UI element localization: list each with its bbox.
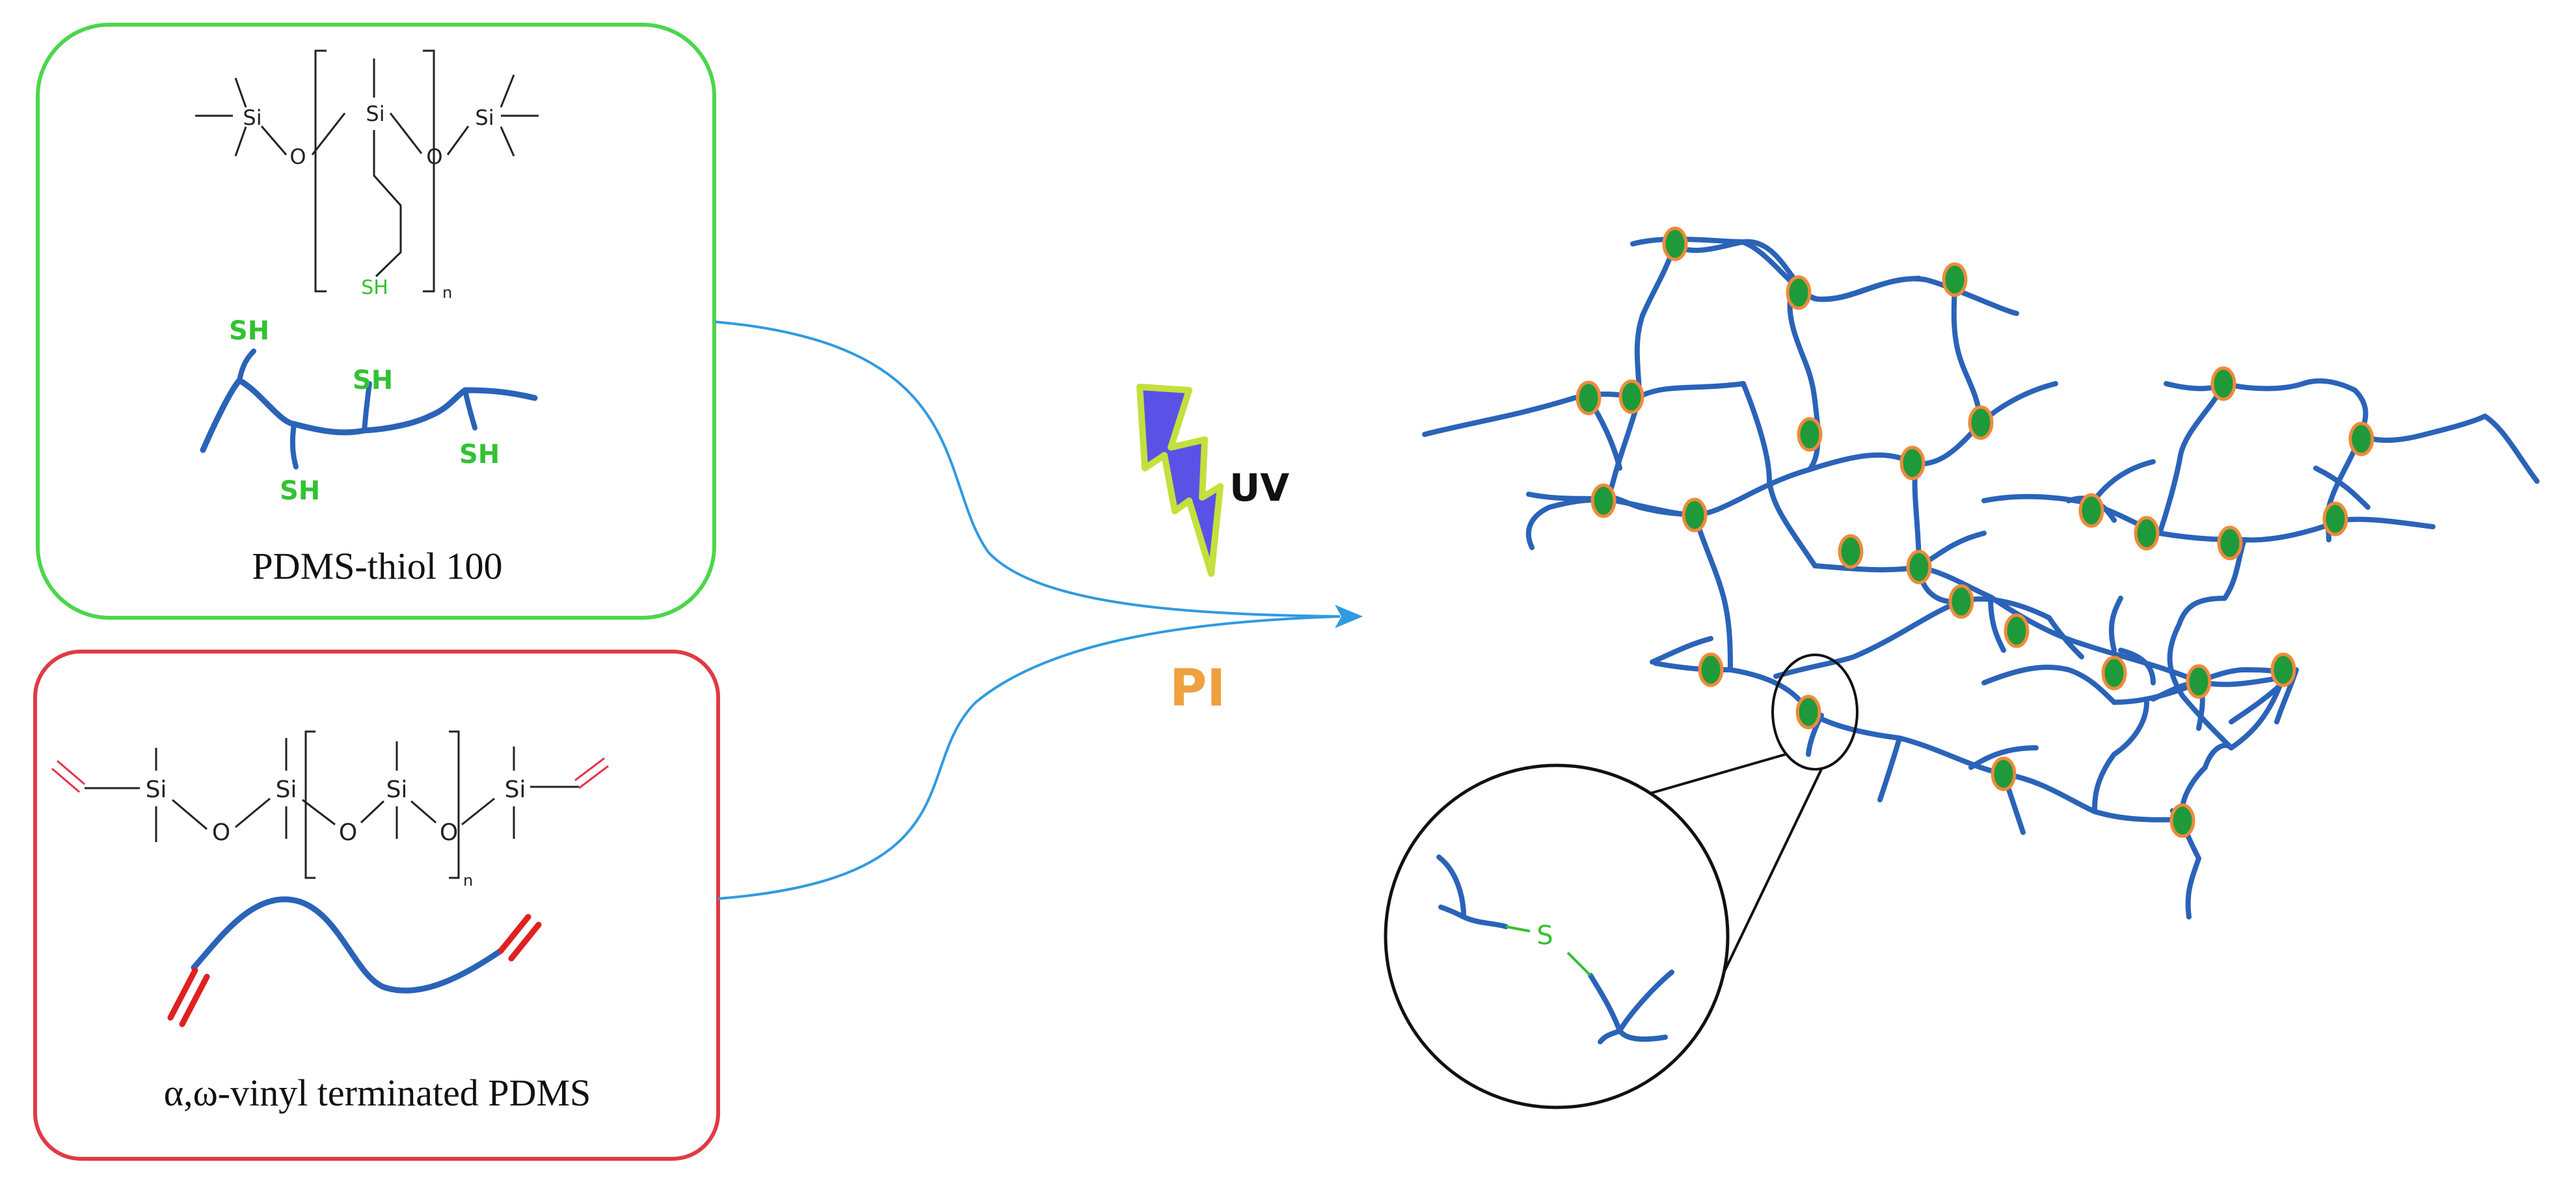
- vinyl-structure: [51, 730, 609, 879]
- crosslink-node: [2169, 803, 2195, 838]
- crosslink-node: [2004, 613, 2030, 648]
- crosslink-node: [1576, 380, 1602, 416]
- vinyl-o-1: O: [212, 819, 230, 846]
- sh-label-2: SH: [353, 365, 393, 395]
- thiol-subscript-n: n: [442, 284, 452, 302]
- crosslink-node: [2101, 655, 2127, 691]
- arrow-head: [1335, 605, 1363, 628]
- vinyl-si-1: Si: [146, 776, 167, 803]
- thiol-si-left: Si: [243, 105, 262, 130]
- crosslink-node: [1590, 483, 1617, 518]
- vinyl-double-bonds: [167, 914, 542, 1027]
- thiol-cartoon-sh-labels: SH SH SH SH: [229, 316, 500, 506]
- reaction-arrows: [715, 321, 1341, 900]
- zoom-sulfur-label: S: [1536, 921, 1553, 951]
- vinyl-o-2: O: [339, 819, 357, 846]
- crosslink-node: [2217, 525, 2243, 561]
- zoom-lens-circle: [1384, 763, 1730, 1109]
- uv-label: UV: [1229, 466, 1289, 510]
- thiol-o-right: O: [426, 144, 442, 169]
- sh-label-3: SH: [459, 440, 500, 469]
- vinyl-si-4: Si: [505, 776, 526, 803]
- pi-label: PI: [1170, 659, 1226, 718]
- thiol-box-label: PDMS-thiol 100: [252, 545, 502, 587]
- zoom-chains: [1436, 854, 1674, 1044]
- vinyl-cartoon-chain: [191, 896, 504, 994]
- crosslink-node: [1948, 584, 1974, 619]
- vinyl-pdms-panel: Si O Si O Si O Si n α,ω-vinyl terminated…: [33, 650, 720, 1161]
- crosslink-node: [1991, 756, 2017, 791]
- crosslink-node: [1899, 445, 1925, 481]
- vinyl-subscript-n: n: [463, 871, 473, 890]
- crosslink-node: [2322, 501, 2348, 536]
- zoom-s-bonds: [1505, 925, 1592, 977]
- crosslink-node: [2186, 664, 2212, 699]
- zoom-source-circle: [1771, 654, 1858, 771]
- crosslink-node: [1786, 275, 1812, 310]
- crosslink-node: [1906, 549, 1932, 585]
- crosslink-node: [2134, 516, 2160, 551]
- vinyl-si-2: Si: [276, 776, 297, 803]
- crosslink-node: [2078, 493, 2104, 528]
- thiol-cartoon-branches: [237, 349, 477, 469]
- vinyl-box-label: α,ω-vinyl terminated PDMS: [164, 1072, 591, 1114]
- uv-lightning-icon: [1136, 384, 1224, 577]
- thiol-si-right: Si: [475, 105, 494, 130]
- thiol-structure-sh: SH: [361, 276, 388, 299]
- crosslink-node: [1942, 262, 1968, 297]
- crosslink-node: [1682, 497, 1708, 533]
- crosslink-node: [1618, 379, 1644, 414]
- vinyl-atom-labels: Si O Si O Si O Si n: [146, 776, 526, 890]
- thiol-atom-labels: Si O Si O Si n: [243, 101, 494, 302]
- sh-label-1: SH: [229, 316, 269, 346]
- crosslink-node: [1968, 405, 1994, 440]
- crosslink-node: [1662, 226, 1688, 261]
- crosslink-node: [2210, 366, 2236, 401]
- vinyl-si-3: Si: [386, 776, 408, 803]
- crosslink-node: [1797, 417, 1823, 452]
- zoom-callout: S: [1384, 654, 1858, 1109]
- crosslink-node: [1838, 534, 1864, 569]
- upper-arrow-curve: [715, 321, 1341, 618]
- thiol-box-border: [36, 23, 716, 620]
- vinyl-o-3: O: [440, 819, 458, 846]
- crosslink-node: [1698, 652, 1724, 687]
- vinyl-box-border: [33, 650, 720, 1161]
- sh-label-4: SH: [280, 476, 320, 506]
- crosslink-node: [2348, 421, 2374, 456]
- pdms-thiol-panel: Si O Si O Si n SH SH SH SH SH PDMS-thiol…: [36, 23, 716, 620]
- crosslink-node: [1795, 694, 1821, 730]
- thiol-si-middle: Si: [366, 101, 384, 126]
- thiol-structure: [195, 49, 539, 293]
- crosslink-node: [2270, 652, 2296, 687]
- crosslink-nodes: [1576, 226, 2374, 838]
- lower-arrow-curve: [718, 615, 1341, 900]
- thiol-o-left: O: [289, 144, 306, 169]
